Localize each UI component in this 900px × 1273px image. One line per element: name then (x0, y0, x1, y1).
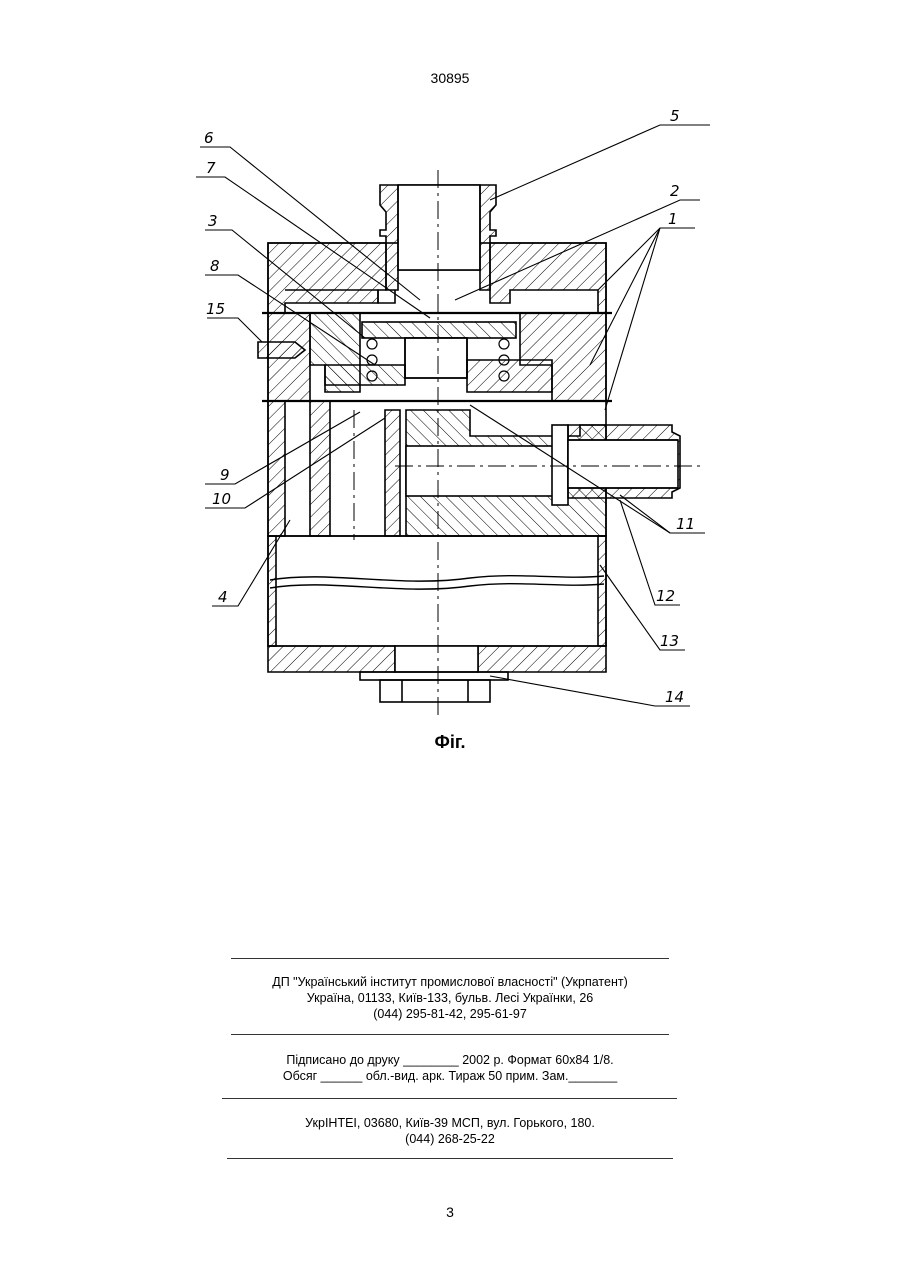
label-15: 15 (206, 300, 225, 318)
divider-4 (227, 1158, 673, 1159)
printer-line-2: (044) 268-25-22 (0, 1131, 900, 1147)
label-14: 14 (665, 688, 684, 706)
label-11a: 11 (676, 515, 695, 533)
print-info-line-1: Підписано до друку ________ 2002 р. Форм… (0, 1052, 900, 1068)
label-7: 7 (206, 159, 216, 177)
label-4: 4 (218, 588, 228, 606)
page-number: 3 (0, 1204, 900, 1220)
publisher-line-3: (044) 295-81-42, 295-61-97 (0, 1006, 900, 1022)
label-3: 3 (208, 212, 218, 230)
label-8: 8 (210, 257, 220, 275)
divider-2 (231, 1034, 669, 1035)
figure-caption: Фіг. (0, 732, 900, 753)
housing-body (258, 185, 680, 702)
label-1: 1 (668, 210, 678, 228)
label-13: 13 (660, 632, 679, 650)
divider-3 (222, 1098, 677, 1099)
printer-block: УкрІНТЕІ, 03680, Київ-39 МСП, вул. Горьк… (0, 1115, 900, 1147)
label-6: 6 (204, 129, 214, 147)
publisher-line-1: ДП "Український інститут промислової вла… (0, 974, 900, 990)
print-info-line-2: Обсяг ______ обл.-вид. арк. Тираж 50 при… (0, 1068, 900, 1084)
publisher-block: ДП "Український інститут промислової вла… (0, 974, 900, 1022)
publisher-line-2: Україна, 01133, Київ-133, бульв. Лесі Ук… (0, 990, 900, 1006)
label-9: 9 (220, 466, 230, 484)
technical-drawing: 5 6 7 2 1 3 8 15 9 10 11 4 12 13 14 (0, 0, 900, 760)
label-12: 12 (656, 587, 675, 605)
label-5: 5 (670, 107, 680, 125)
divider-1 (231, 958, 669, 959)
print-info-block: Підписано до друку ________ 2002 р. Форм… (0, 1052, 900, 1084)
label-10: 10 (212, 490, 231, 508)
printer-line-1: УкрІНТЕІ, 03680, Київ-39 МСП, вул. Горьк… (0, 1115, 900, 1131)
label-2: 2 (670, 182, 680, 200)
